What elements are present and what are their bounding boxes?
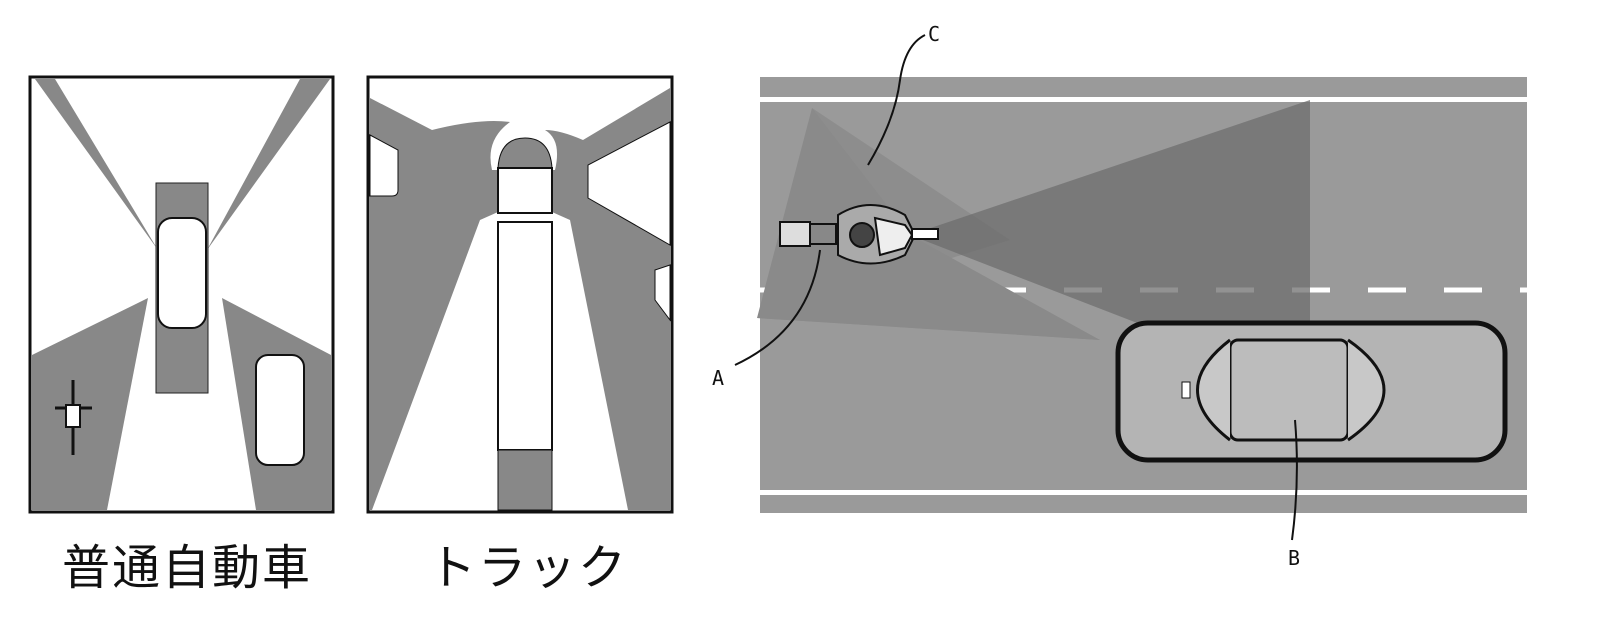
blind-spot-rear-left (32, 298, 148, 510)
ego-car-icon (157, 217, 207, 329)
lane-line-top (760, 97, 1527, 102)
label-a: A (712, 366, 725, 390)
leader-line-b (1291, 419, 1298, 541)
lane-line-bottom (760, 490, 1527, 495)
leader-line-a (734, 249, 821, 366)
blind-spot-front-left (35, 79, 158, 250)
truck-trailer-icon (497, 221, 553, 451)
truck-panel (366, 75, 674, 514)
vehicle-b-icon (1115, 320, 1508, 463)
label-b: B (1288, 546, 1301, 570)
blind-spot-front-right (207, 79, 330, 250)
leader-line-c (867, 34, 926, 166)
caption-truck: トラック (428, 540, 629, 596)
label-c: C (928, 22, 941, 46)
motorcycle-icon (55, 380, 92, 455)
caption-passenger-car: 普通自動車 (62, 540, 313, 596)
road-scene (734, 34, 1527, 541)
passenger-car-panel (28, 75, 335, 514)
truck-cab-icon (497, 167, 553, 214)
motorcycle-a-icon (779, 204, 939, 265)
blind-spot-cone (910, 100, 1310, 390)
other-car-icon (255, 354, 305, 466)
